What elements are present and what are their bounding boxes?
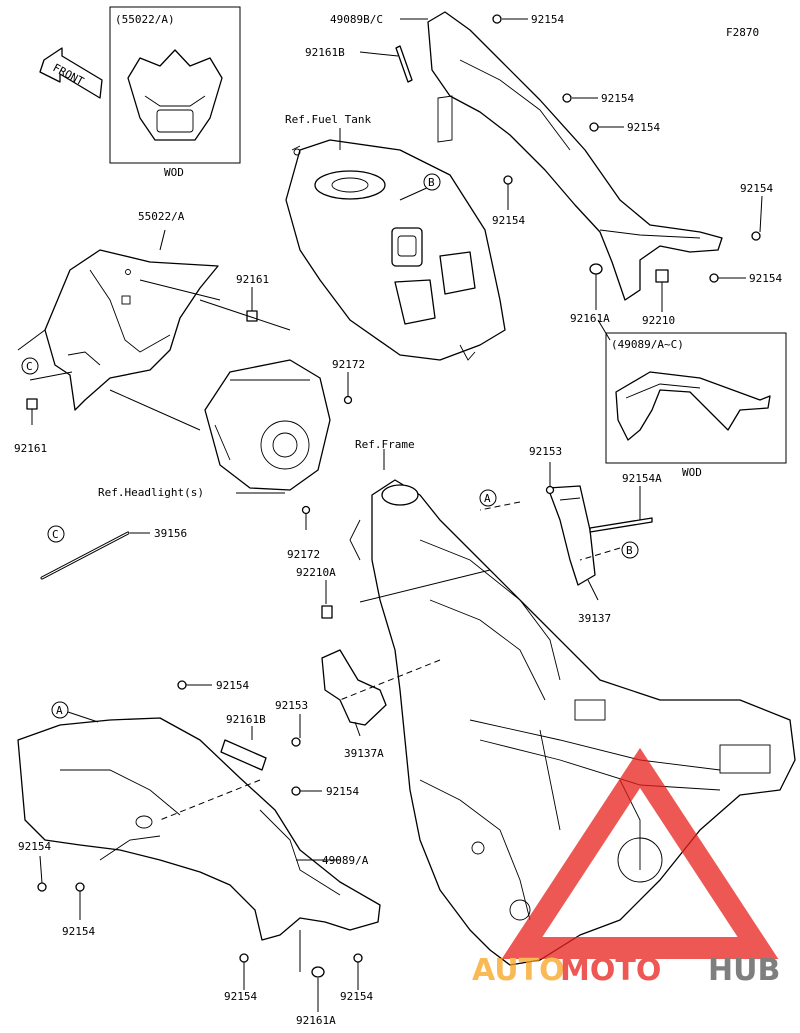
part-label-92161b: 92161B [305,46,345,59]
part-label-92154: 92154 [627,121,660,134]
bracket-39137 [547,485,596,586]
callout-b-upper: B [423,173,441,191]
figure-code: F2870 [726,26,759,39]
part-label-92154: 92154 [224,990,257,1003]
part-label-39137a: 39137A [344,747,384,760]
bracket-39137a [321,649,387,726]
svg-text:C: C [52,528,59,541]
part-label-39137: 39137 [578,612,611,625]
part-label-92161: 92161 [236,273,269,286]
part-label-92154: 92154 [326,785,359,798]
part-label-92154: 92154 [216,679,249,692]
part-label-92154: 92154 [340,990,373,1003]
part-label-55022a: 55022/A [138,210,185,223]
ref-headlight: Ref.Headlight(s) [98,486,204,499]
automotohub-watermark: AUTO MOTO HUB [472,747,780,988]
part-label-92154: 92154 [492,214,525,227]
part-label-92161a: 92161A [296,1014,336,1027]
part-label-49089bc: 49089B/C [330,13,383,26]
cable-tie-39156 [40,531,130,580]
callout-c-lower: C [47,525,65,543]
inset-headlight-cover: (55022/A) WOD [109,6,241,179]
watermark-auto: AUTO [472,953,565,988]
ref-frame: Ref.Frame [355,438,415,451]
fuel-tank [285,139,506,361]
watermark-moto: MOTO [560,953,661,988]
part-label-92161: 92161 [14,442,47,455]
inset-side-cover: (49089/A~C) WOD [605,332,787,479]
part-label-92154: 92154 [749,272,782,285]
part-label-92172: 92172 [332,358,365,371]
part-label-92153: 92153 [529,445,562,458]
svg-text:A: A [484,492,491,505]
inset-headlight-header: (55022/A) [115,13,175,26]
part-label-92161b: 92161B [226,713,266,726]
svg-text:A: A [56,704,63,717]
callout-b-lower: B [621,541,639,559]
part-label-92210: 92210 [642,314,675,327]
side-cover-49089a [17,717,381,941]
part-label-92172: 92172 [287,548,320,561]
inset-headlight-footer: WOD [164,166,184,179]
part-label-92154: 92154 [18,840,51,853]
side-cover-49089bc [427,11,723,301]
part-label-92161a: 92161A [570,312,610,325]
ref-fuel-tank: Ref.Fuel Tank [285,113,371,126]
callout-a-lower: A [51,701,69,719]
part-label-92210a: 92210A [296,566,336,579]
callout-a-upper: A [479,489,497,507]
part-label-92154: 92154 [740,182,773,195]
svg-text:B: B [626,544,633,557]
part-label-92154a: 92154A [622,472,662,485]
part-label-92154: 92154 [531,13,564,26]
motorcycle-frame [349,479,796,966]
inset-side-cover-header: (49089/A~C) [611,338,684,351]
watermark-hub: HUB [708,953,780,988]
headlight-cover-55022a [44,249,219,411]
part-label-92153: 92153 [275,699,308,712]
part-label-92154: 92154 [601,92,634,105]
rubber-92161b-bottom [220,739,267,771]
headlight-assembly [204,359,331,491]
rubber-92161b-top [395,45,413,83]
svg-text:C: C [26,360,33,373]
front-direction-arrow: FRONT [39,47,103,99]
callout-c-upper: C [21,357,39,375]
part-label-49089a: 49089/A [322,854,369,867]
part-label-92154: 92154 [62,925,95,938]
leader-lines [17,18,763,1012]
inset-side-cover-footer: WOD [682,466,702,479]
svg-text:B: B [428,176,435,189]
part-label-39156: 39156 [154,527,187,540]
